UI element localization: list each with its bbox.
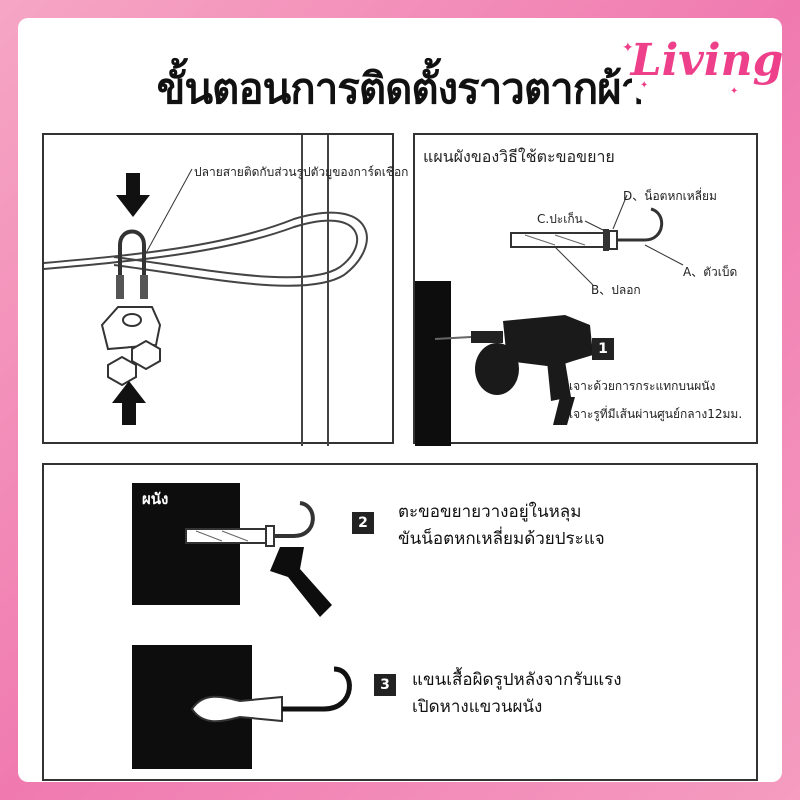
drill-icon	[471, 315, 593, 425]
step-text-line: เปิดหางแขวนผนัง	[412, 697, 543, 717]
part-label-a: A、ตัวเบ็ด	[683, 265, 738, 279]
step-number-badge: 3	[374, 674, 396, 696]
rope-clamp-callout: ปลายสายติดกับส่วนรูปตัวยูของการ์ดเชือก	[194, 165, 409, 179]
thread-icon	[116, 275, 124, 299]
panel-expansion-hook: แผนผังของวิธีใช้ตะขอขยาย D、น็อตหกเหลี่ยม…	[413, 133, 758, 446]
panel-rope-clamp: ปลายสายติดกับส่วนรูปตัวยูของการ์ดเชือก	[42, 133, 408, 446]
step-text-line: เจาะด้วยการกระแทกบนผนัง	[569, 379, 716, 393]
step-text-block: ตะขอขยายวางอยู่ในหลุม ขันน็อตหกเหลี่ยมด้…	[398, 499, 605, 553]
panel-installation-steps: ผนัง 2 ตะขอขยายวางอยู่ในหลุม ขันน็อตหกเห…	[42, 463, 758, 781]
sparkle-icon: ✦	[640, 80, 649, 91]
brand-logo: Living	[630, 20, 784, 100]
step-number-badge: 1	[592, 338, 614, 360]
arrow-up-icon	[112, 381, 146, 425]
logo-text: Living	[630, 34, 784, 86]
panel-title: แผนผังของวิธีใช้ตะขอขยาย	[423, 147, 615, 166]
installation-steps-illustration	[132, 483, 352, 769]
page-title: ขั้นตอนการติดตั้งราวตากผ้า	[156, 64, 645, 113]
wrench-icon	[270, 547, 332, 617]
wall-block	[415, 281, 451, 446]
expansion-hook-illustration	[415, 194, 684, 446]
step-text-block: แขนเสื้อผิดรูปหลังจากรับแรง เปิดหางแขวนผ…	[412, 667, 622, 721]
sparkle-icon: ✦	[622, 40, 634, 56]
step-text-line: แขนเสื้อผิดรูปหลังจากรับแรง	[412, 670, 622, 690]
rope-clamp-illustration	[44, 135, 368, 446]
arrow-down-icon	[116, 173, 150, 217]
part-label-d: D、น็อตหกเหลี่ยม	[623, 189, 717, 203]
part-label-c: C.ปะเก็น	[537, 212, 583, 226]
step-number-badge: 2	[352, 512, 374, 534]
step-text-line: ขันน็อตหกเหลี่ยมด้วยประแจ	[398, 529, 605, 549]
thread-icon	[140, 275, 148, 299]
sparkle-icon: ✦	[730, 86, 739, 97]
step-text-line: เจาะรูที่มีเส้นผ่านศูนย์กลาง12มม.	[569, 407, 743, 421]
part-label-b: B、ปลอก	[591, 283, 641, 297]
wall-label: ผนัง	[142, 490, 169, 508]
step-text-line: ตะขอขยายวางอยู่ในหลุม	[398, 502, 582, 522]
